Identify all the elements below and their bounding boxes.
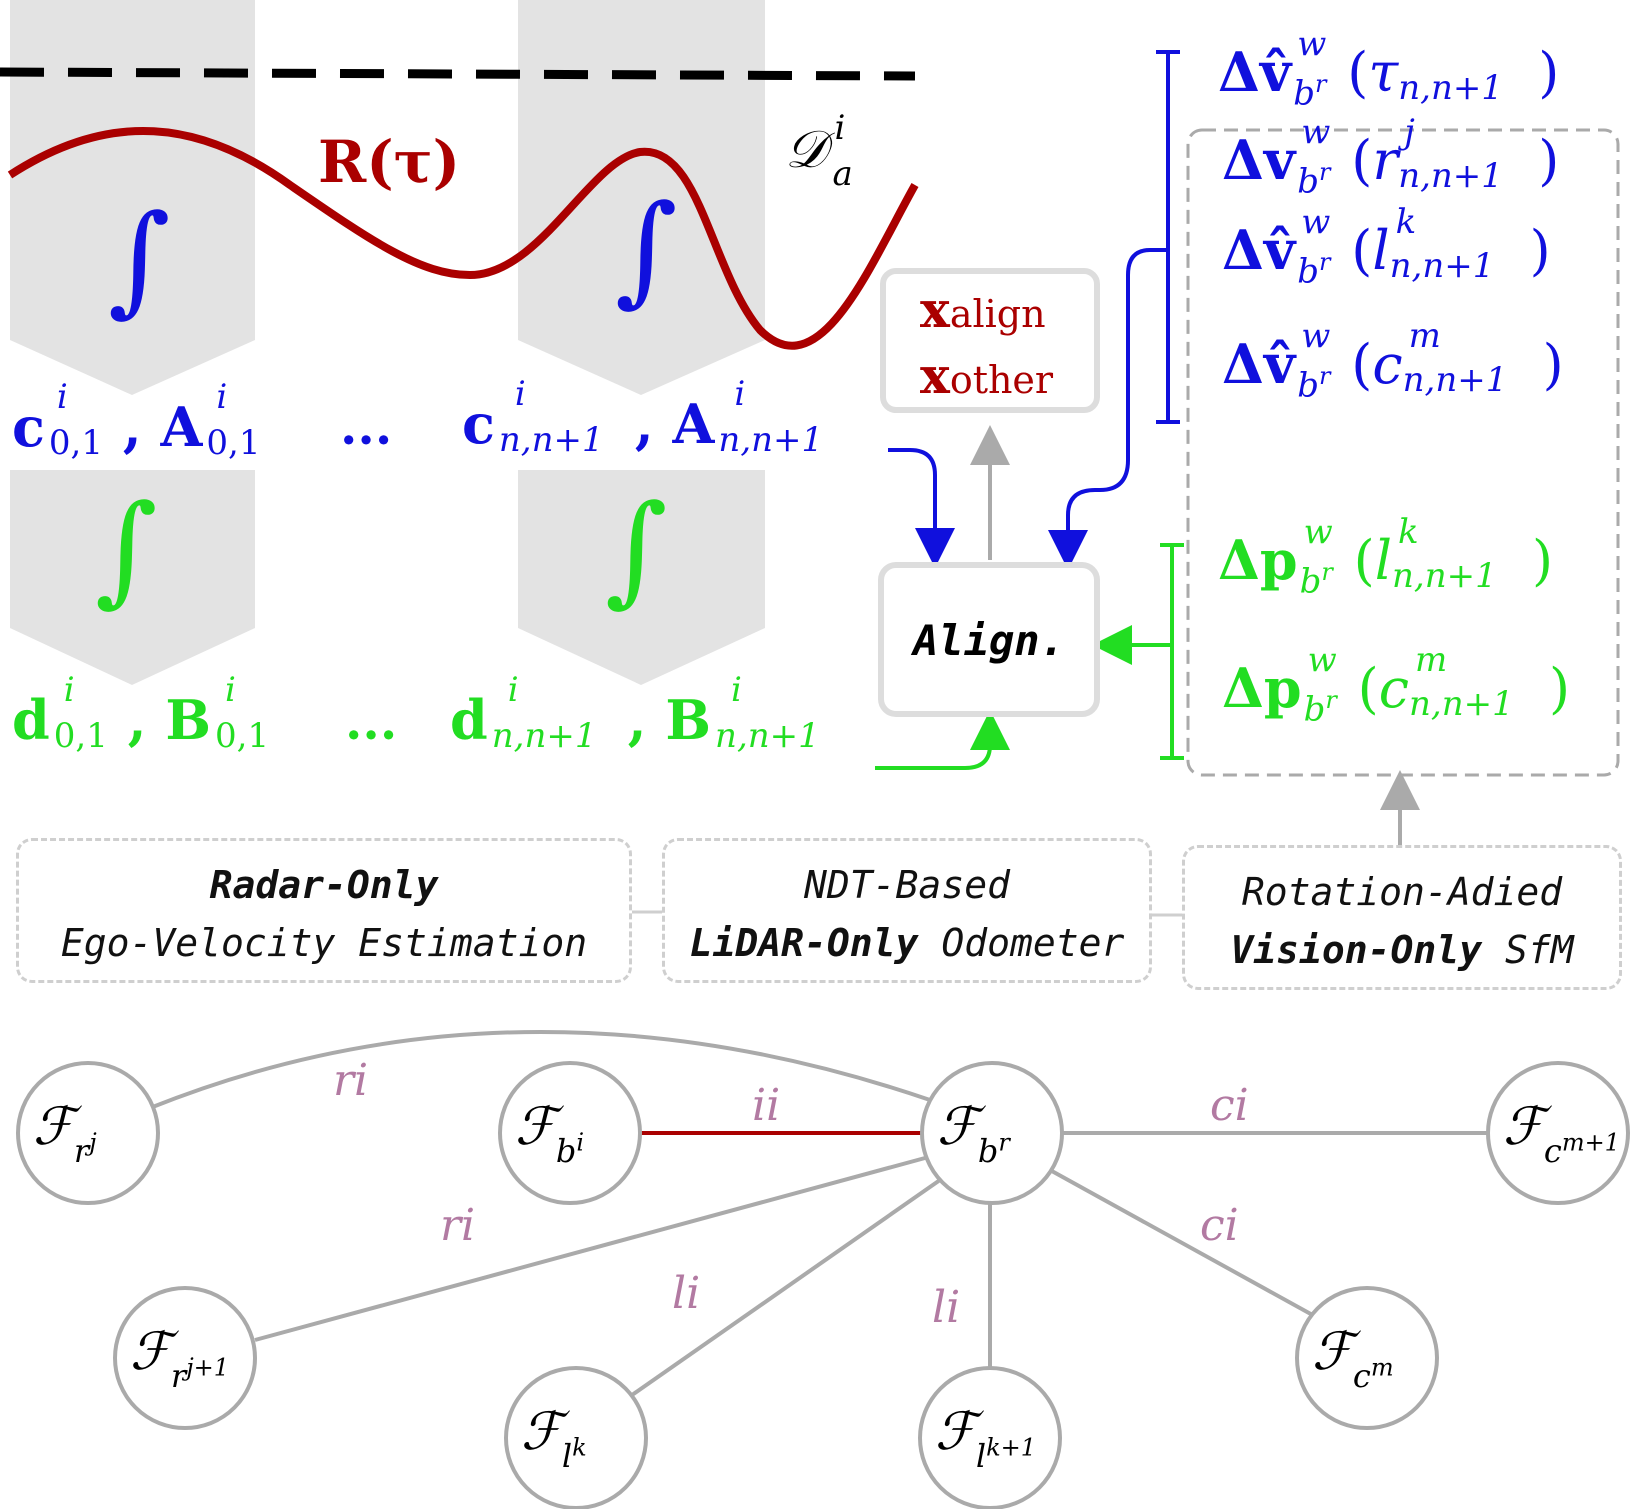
- align-label: Align.: [913, 616, 1065, 665]
- green-ellipsis: ···: [345, 705, 398, 764]
- module-radar-line2: Ego-Velocity Estimation: [60, 921, 588, 965]
- edge-label-r-j-b-r: ri: [333, 1055, 369, 1106]
- edge-label-r-j1-b-r: ri: [440, 1200, 476, 1251]
- blue-arrow-terms-to-align: [888, 448, 955, 568]
- blue-ellipsis: ···: [340, 410, 393, 469]
- chevron-bottom-right: [518, 470, 765, 685]
- node-label-r-j1: ℱrj+1: [130, 1322, 230, 1395]
- module-radar-line1: Radar-Only: [209, 863, 439, 907]
- chevron-top-left: [10, 0, 255, 395]
- module-lidar-line1: NDT-Based: [804, 863, 1010, 907]
- integral-top-right: ∫: [615, 180, 678, 319]
- node-circle-rj: [16, 1061, 160, 1205]
- integral-top-left: ∫: [108, 190, 171, 329]
- module-vision-line1: Rotation-Adied: [1241, 870, 1563, 914]
- edge-label-l-k1-b-r: li: [932, 1282, 961, 1333]
- dashed-reference-line: [0, 67, 916, 81]
- node-circle-cm1: [1486, 1061, 1630, 1205]
- node-label-l-k: ℱlk: [521, 1402, 587, 1475]
- node-label-b-i: ℱbi: [515, 1097, 585, 1170]
- edge-lk-br: [630, 1178, 942, 1397]
- state-align: xalign: [920, 280, 1046, 339]
- module-vision-line2: Vision-Only SfM: [1230, 928, 1574, 972]
- integral-bottom-right: ∫: [605, 480, 668, 619]
- node-label-r-j: ℱrj: [33, 1097, 97, 1170]
- edge-label-b-r-c-m1: ci: [1210, 1080, 1249, 1131]
- chevron-bottom-left: [10, 470, 255, 685]
- curve-label: R(τ): [318, 128, 461, 196]
- node-label-b-r: ℱbr: [937, 1097, 1010, 1170]
- green-arrow-terms-to-align: [875, 710, 1010, 770]
- align-box: Align.: [878, 562, 1100, 717]
- edge-label-c-m-b-r: ci: [1200, 1200, 1239, 1251]
- node-circle-rj1: [113, 1286, 257, 1430]
- edge-rj-br: [149, 1029, 931, 1110]
- node-circle-cm: [1295, 1286, 1439, 1430]
- rotation-curve: [7, 127, 919, 350]
- state-box: xalign xother: [880, 268, 1100, 413]
- module-radar: Radar-Only Ego-Velocity Estimation: [16, 838, 632, 983]
- module-lidar-line2: LiDAR-Only Odometer: [689, 921, 1125, 965]
- node-circle-bi: [498, 1061, 642, 1205]
- chevron-top-right: [518, 0, 765, 395]
- edge-cm-br: [1049, 1168, 1319, 1320]
- blue-arrow-velocity-to-align: [1048, 248, 1168, 570]
- node-label-c-m: ℱcm: [1312, 1322, 1394, 1395]
- integral-bottom-left: ∫: [95, 480, 158, 619]
- node-circle-lk1: [918, 1366, 1062, 1509]
- node-label-l-k1: ℱlk+1: [935, 1402, 1037, 1475]
- module-vision: Rotation-Adied Vision-Only SfM: [1182, 845, 1622, 990]
- node-circle-lk: [504, 1366, 648, 1509]
- edge-label-l-k-b-r: li: [672, 1268, 701, 1319]
- edge-label-b-i-b-r: ii: [752, 1080, 781, 1131]
- module-lidar: NDT-Based LiDAR-Only Odometer: [662, 838, 1152, 983]
- edge-rj1-br: [254, 1156, 926, 1342]
- node-circle-br: [920, 1061, 1064, 1205]
- node-label-c-m1: ℱcm+1: [1503, 1097, 1620, 1170]
- state-other: xother: [920, 346, 1054, 405]
